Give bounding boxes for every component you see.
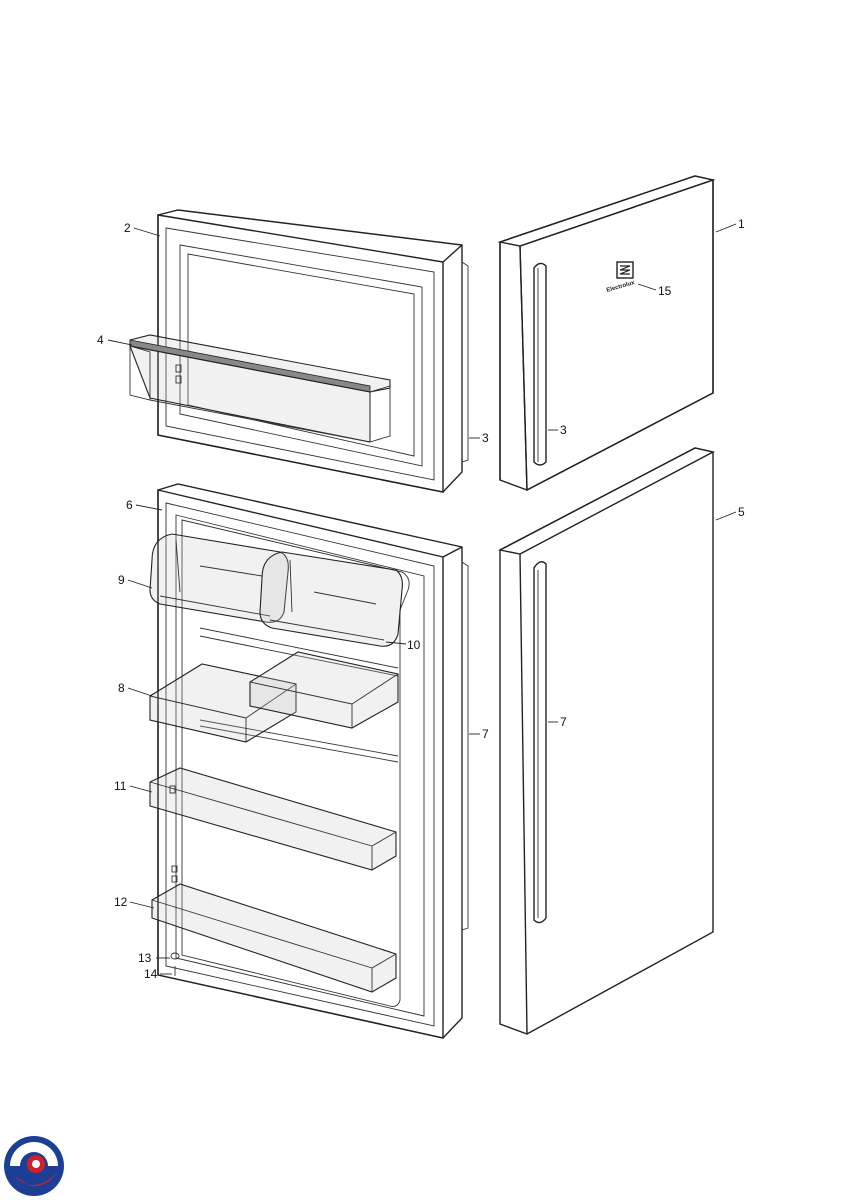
callout-15: 15 — [658, 284, 672, 298]
door-stopper-parts — [170, 952, 180, 976]
dairy-bin-right — [259, 551, 403, 647]
lower-door-shelf-middle — [149, 767, 397, 871]
callout-11: 11 — [114, 779, 127, 793]
lower-door-inner-panel — [157, 483, 469, 1039]
upper-door-shelf — [129, 334, 391, 443]
upper-door-inner-panel — [157, 209, 469, 493]
lower-door-shelf-bottom — [151, 883, 397, 993]
callout-14: 14 — [144, 967, 158, 981]
corner-swirl-logo — [4, 1136, 64, 1196]
callout-7-lower-door-side: 7 — [482, 727, 489, 741]
brand-name: Electrolux — [606, 280, 636, 294]
egg-tray-right — [249, 651, 399, 729]
callout-2: 2 — [124, 221, 131, 235]
callout-8: 8 — [118, 681, 125, 695]
callout-6: 6 — [126, 498, 133, 512]
callout-3-upper-handle: 3 — [560, 423, 567, 437]
upper-door-outer-panel — [497, 175, 716, 492]
lower-door-outer-panel — [497, 447, 716, 1035]
callout-10: 10 — [407, 638, 421, 652]
leader-lines — [107, 223, 737, 975]
electrolux-logo: Electrolux — [606, 261, 636, 294]
callout-9: 9 — [118, 573, 125, 587]
callout-1: 1 — [738, 217, 745, 231]
dairy-bin-left — [149, 533, 289, 623]
callout-12: 12 — [114, 895, 128, 909]
callout-5: 5 — [738, 505, 745, 519]
callout-4: 4 — [97, 333, 104, 347]
callout-3-upper-door-side: 3 — [482, 431, 489, 445]
callout-13: 13 — [138, 951, 152, 965]
callout-7-lower-handle: 7 — [560, 715, 567, 729]
